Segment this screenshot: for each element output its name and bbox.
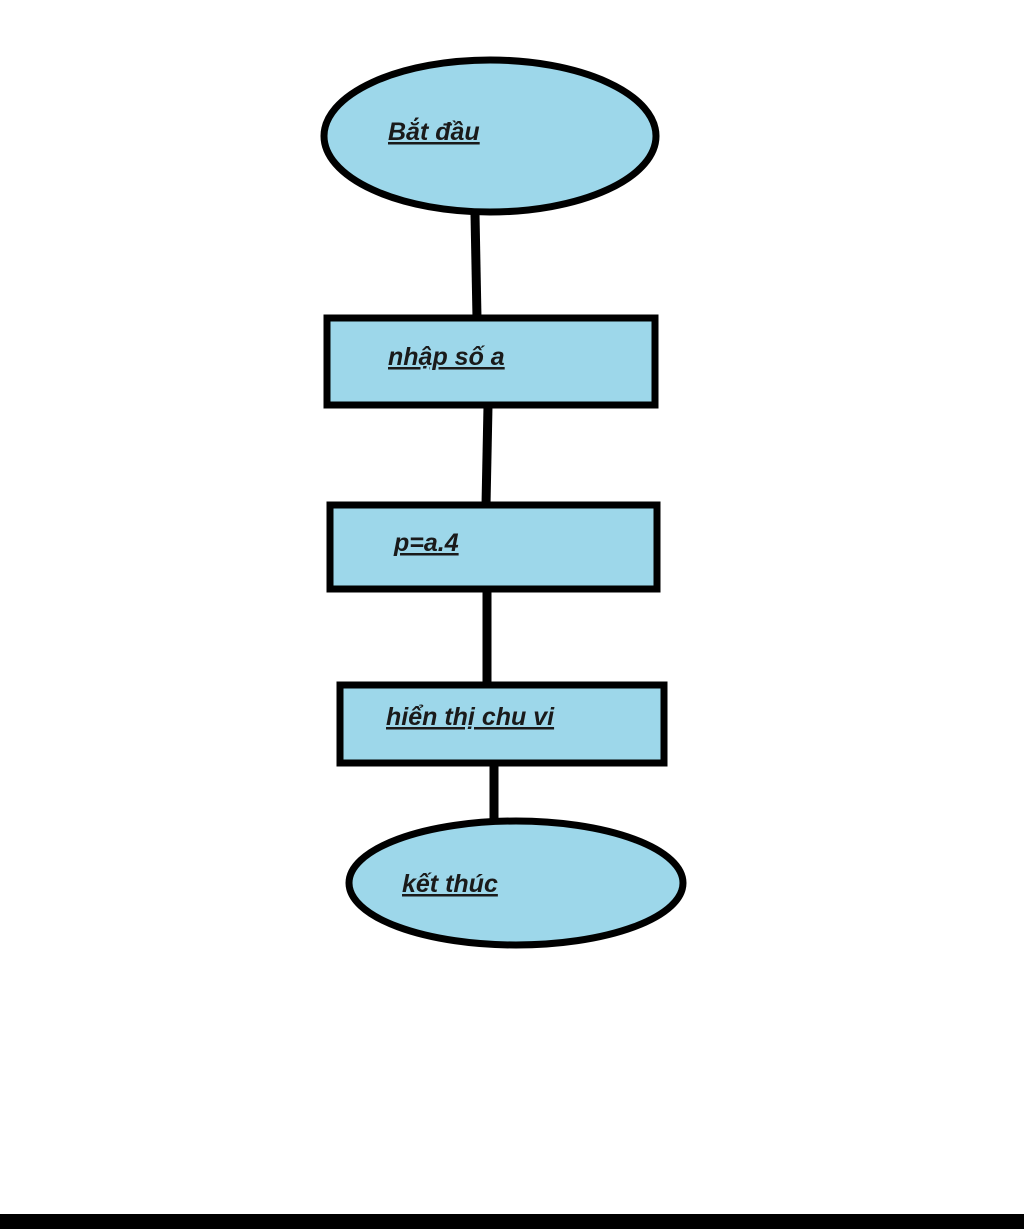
node-process: p=a.4: [326, 501, 661, 593]
output-box: [336, 681, 668, 767]
start-label: Bắt đầu: [388, 117, 480, 146]
node-start: Bắt đầu: [320, 56, 660, 216]
output-label: hiển thị chu vi: [386, 703, 555, 731]
input-box: [323, 314, 659, 409]
node-output: hiển thị chu vi: [336, 681, 668, 767]
process-box: [326, 501, 661, 593]
node-input: nhập số a: [323, 314, 659, 409]
connector-input-process: [481, 405, 493, 506]
bottom-border-bar: [0, 1214, 1024, 1229]
end-label: kết thúc: [402, 870, 498, 898]
process-label: p=a.4: [393, 529, 459, 557]
input-label: nhập số a: [388, 343, 505, 371]
end-ellipse: [345, 817, 687, 949]
start-ellipse: [320, 56, 660, 216]
connector-start-input: [470, 213, 482, 319]
node-end: kết thúc: [345, 817, 687, 949]
